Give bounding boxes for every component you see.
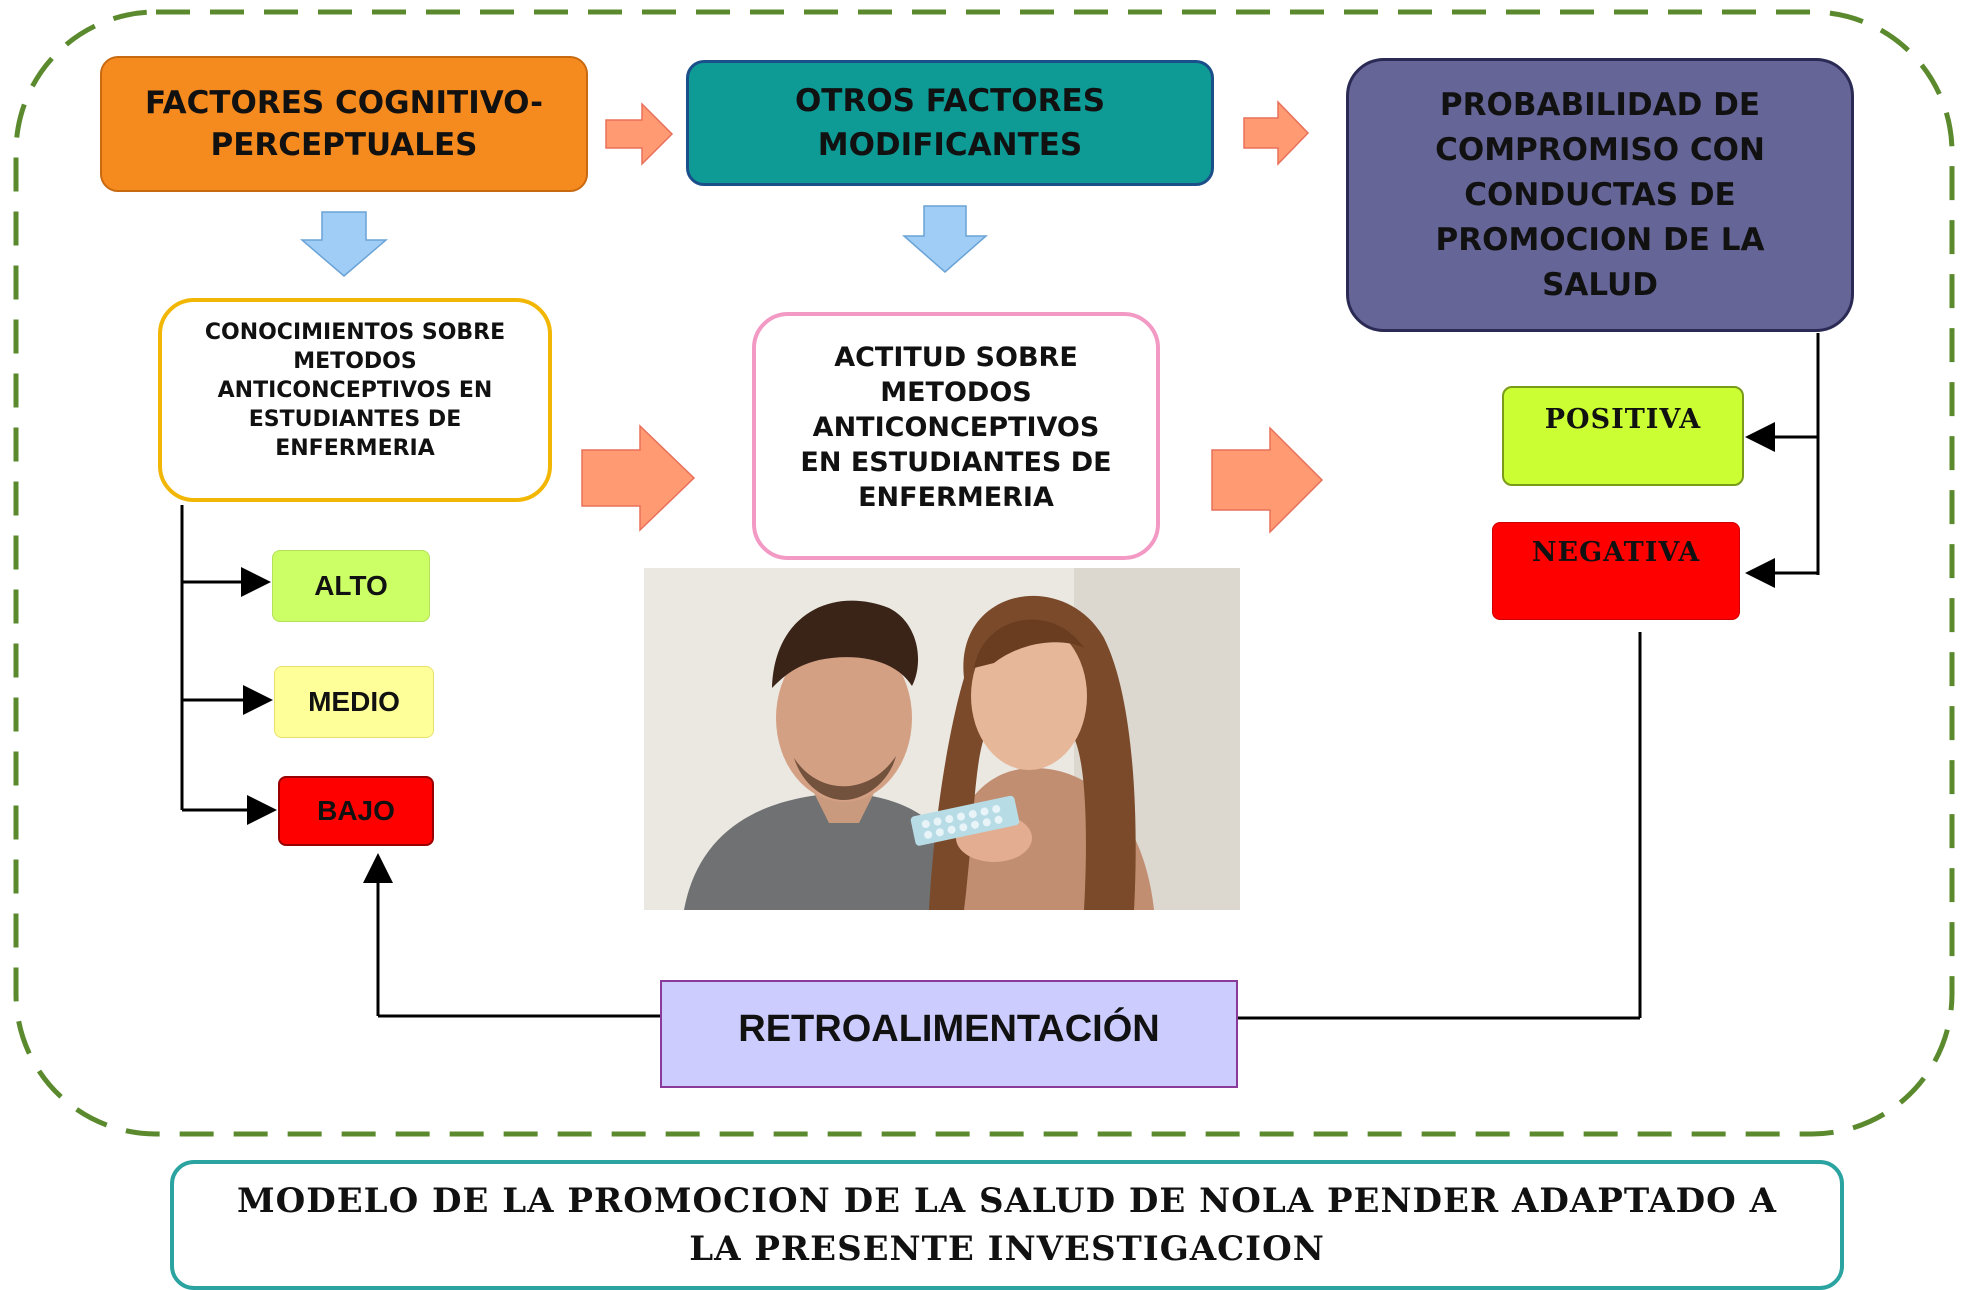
cognitive-factors-box: FACTORES COGNITIVO-PERCEPTUALES — [100, 56, 588, 192]
feedback-label: RETROALIMENTACIÓN — [738, 1007, 1160, 1050]
level-medium-label: MEDIO — [308, 686, 400, 717]
caption-text: MODELO DE LA PROMOCION DE LA SALUD DE NO… — [237, 1181, 1777, 1269]
negative-box: NEGATIVA — [1492, 522, 1740, 620]
attitude-box: ACTITUD SOBRE METODOS ANTICONCEPTIVOS EN… — [752, 312, 1160, 560]
couple-photo — [644, 568, 1240, 910]
level-high-box: ALTO — [272, 550, 430, 622]
negative-label: NEGATIVA — [1531, 536, 1701, 568]
positive-label: POSITIVA — [1544, 403, 1702, 435]
right-arrow-4 — [1211, 426, 1324, 534]
right-arrow-3 — [581, 424, 696, 532]
level-low-box: BAJO — [278, 776, 434, 846]
level-medium-box: MEDIO — [274, 666, 434, 738]
caption-box: MODELO DE LA PROMOCION DE LA SALUD DE NO… — [170, 1160, 1844, 1290]
level-low-label: BAJO — [317, 795, 395, 826]
feedback-box: RETROALIMENTACIÓN — [660, 980, 1238, 1088]
cognitive-factors-label: FACTORES COGNITIVO-PERCEPTUALES — [145, 85, 543, 163]
level-high-label: ALTO — [314, 570, 388, 601]
dashed-frame — [13, 9, 1955, 1137]
right-arrow-2 — [1243, 100, 1310, 166]
down-arrow-1 — [299, 211, 389, 277]
probability-box: PROBABILIDAD DE COMPROMISO CON CONDUCTAS… — [1346, 58, 1854, 332]
couple-photo-illustration — [644, 568, 1240, 910]
knowledge-label: CONOCIMIENTOS SOBRE METODOS ANTICONCEPTI… — [204, 319, 506, 461]
knowledge-box: CONOCIMIENTOS SOBRE METODOS ANTICONCEPTI… — [158, 298, 552, 502]
other-factors-label: OTROS FACTORES MODIFICANTES — [794, 83, 1106, 163]
other-factors-box: OTROS FACTORES MODIFICANTES — [686, 60, 1214, 186]
down-arrow-2 — [902, 205, 988, 273]
attitude-label: ACTITUD SOBRE METODOS ANTICONCEPTIVOS EN… — [800, 341, 1112, 513]
right-arrow-1 — [605, 102, 674, 166]
probability-label: PROBABILIDAD DE COMPROMISO CON CONDUCTAS… — [1435, 86, 1765, 303]
positive-box: POSITIVA — [1502, 386, 1744, 486]
